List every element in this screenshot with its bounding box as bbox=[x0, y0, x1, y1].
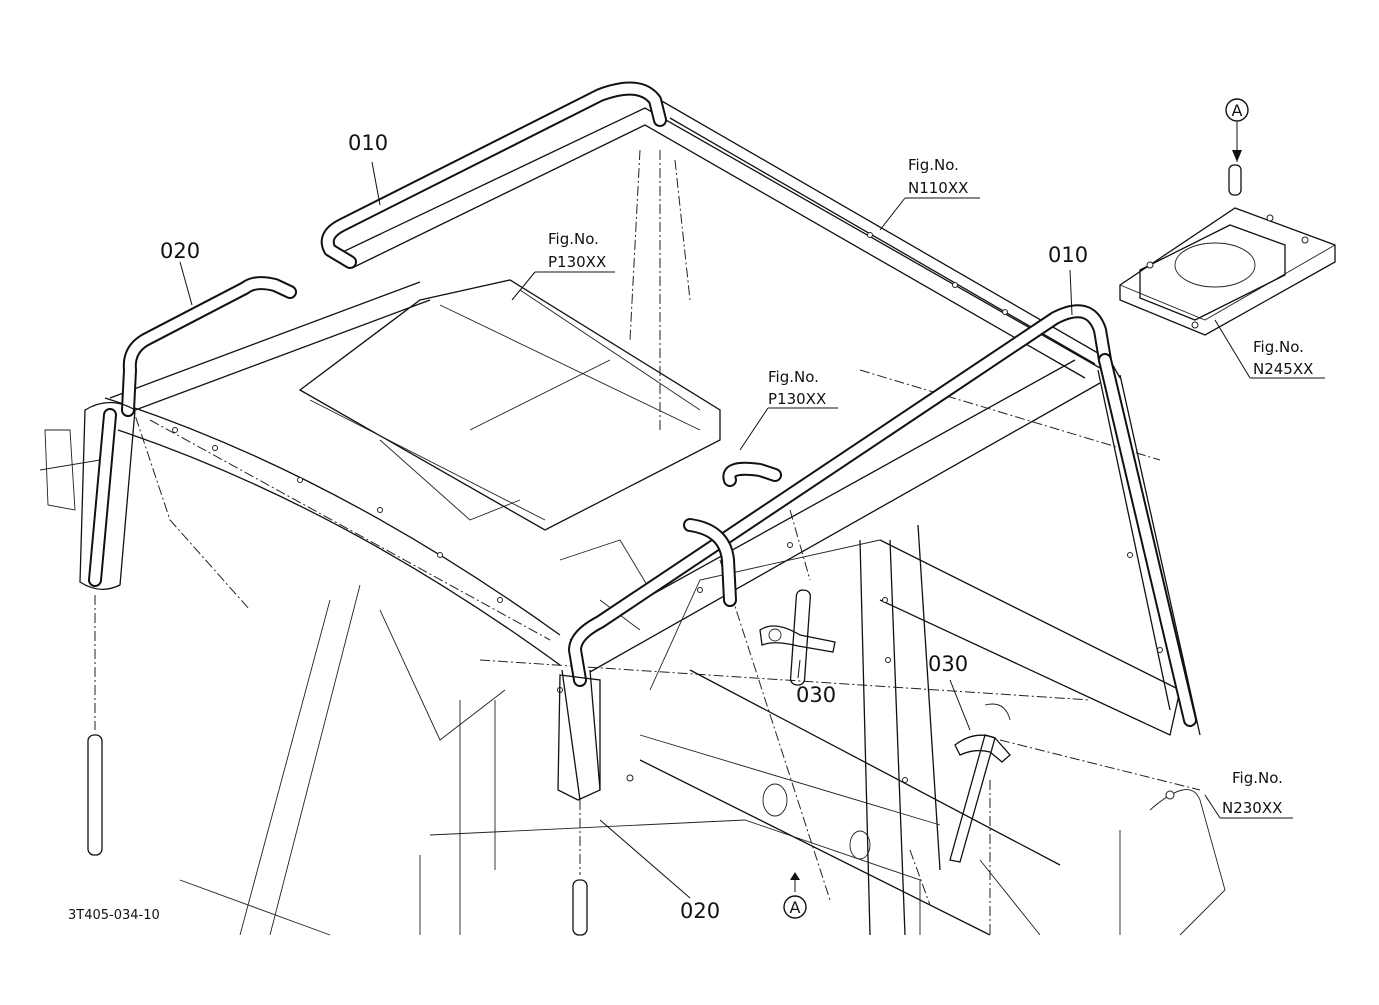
view-marker-letter: A bbox=[1232, 101, 1243, 120]
view-marker-detail: A bbox=[1225, 98, 1249, 122]
fig-ref-n110: N110XX bbox=[908, 179, 968, 197]
fig-ref-prefix: Fig.No. bbox=[908, 156, 959, 174]
panel-opening bbox=[849, 830, 871, 860]
fig-ref-prefix: Fig.No. bbox=[1253, 338, 1304, 356]
fig-ref-p130-lower: P130XX bbox=[768, 390, 826, 408]
fig-ref-prefix: Fig.No. bbox=[1232, 769, 1283, 787]
cab-frame bbox=[39, 99, 1226, 936]
fig-ref-n245: N245XX bbox=[1253, 360, 1313, 378]
clamp-right bbox=[954, 703, 1011, 763]
roof-pipe-right bbox=[568, 304, 1197, 727]
view-marker-letter: A bbox=[790, 898, 801, 917]
fig-ref-prefix: Fig.No. bbox=[768, 368, 819, 386]
pin-parts bbox=[87, 164, 1242, 936]
detail-plate bbox=[1119, 207, 1336, 336]
leader-lines bbox=[179, 122, 1325, 899]
clamp-center bbox=[759, 625, 836, 653]
part-label-030-right: 030 bbox=[928, 652, 968, 676]
view-marker-main: A bbox=[783, 895, 807, 919]
fig-ref-prefix: Fig.No. bbox=[548, 230, 599, 248]
document-id: 3T405-034-10 bbox=[68, 908, 160, 923]
part-label-020-left: 020 bbox=[160, 239, 200, 263]
frame-holes bbox=[127, 232, 1175, 800]
side-pipe-front bbox=[557, 461, 782, 801]
part-label-030-center: 030 bbox=[796, 683, 836, 707]
panel-opening bbox=[762, 783, 788, 817]
part-label-010-right: 010 bbox=[1048, 243, 1088, 267]
part-label-020-front: 020 bbox=[680, 899, 720, 923]
fig-ref-n230: N230XX bbox=[1222, 799, 1282, 817]
part-label-010-left: 010 bbox=[348, 131, 388, 155]
fig-ref-p130-upper: P130XX bbox=[548, 253, 606, 271]
roof-pipe-left bbox=[320, 81, 667, 269]
side-pipe-left bbox=[79, 276, 297, 590]
